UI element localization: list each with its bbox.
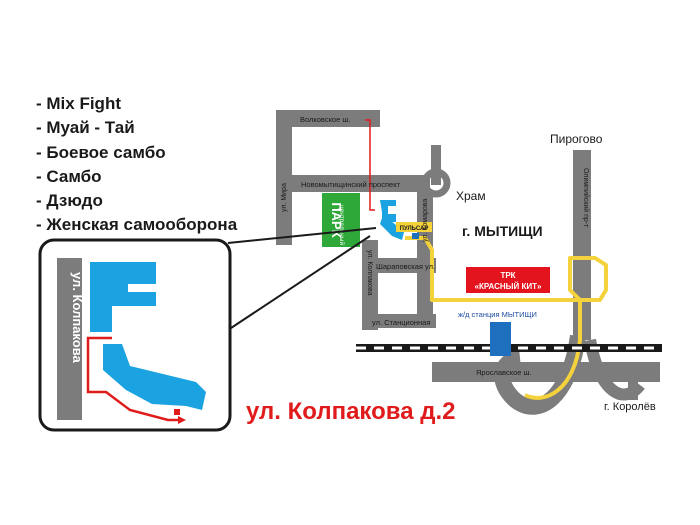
- label-city: г. МЫТИЩИ: [462, 223, 543, 239]
- activity-item: - Дзюдо: [36, 191, 103, 211]
- address-label: ул. Колпакова д.2: [246, 398, 456, 425]
- central-park: [322, 193, 360, 247]
- label-korolev: г. Королёв: [604, 401, 656, 413]
- road-olimpiysky: [573, 150, 591, 340]
- inset-building-upper: [90, 262, 156, 332]
- label-kolpakova: ул. Колпакова: [366, 250, 373, 296]
- pulsar-marker: [412, 233, 419, 239]
- inset-map: ул. Колпакова: [57, 258, 206, 424]
- label-olimpiysky: Олимпийский пр-т: [582, 168, 590, 228]
- inset-street-label: ул. Колпакова: [70, 272, 85, 364]
- inset-road: [57, 258, 82, 420]
- activities-list: - Mix Fight - Муай - Тай - Боевое самбо …: [36, 92, 237, 238]
- gym-building-small-2: [380, 218, 404, 240]
- interchange-loop-2: [584, 338, 645, 401]
- inset-route-arrow: [178, 416, 186, 424]
- inset-connector-top: [227, 227, 377, 244]
- label-novomytishchinsky: Новомытищинский проспект: [301, 180, 401, 189]
- road-network: [276, 110, 660, 400]
- interchange-loop: [494, 334, 586, 415]
- road-novomytishchinsky: [276, 175, 430, 192]
- road-sharapovskaya: [362, 258, 436, 273]
- activity-item: - Самбо: [36, 166, 102, 186]
- label-pirogovo: Пирогово: [550, 132, 603, 146]
- trk-krasny-kit: [466, 267, 550, 293]
- activity-item: - Боевое самбо: [36, 142, 166, 162]
- inset-entrance-marker: [174, 409, 180, 415]
- label-station: ж/д станция МЫТИЩИ: [458, 310, 537, 319]
- activity-item: - Муай - Тай: [36, 118, 135, 138]
- label-sharapovskaya: Шараповская ул.: [376, 262, 435, 271]
- label-yaroslavskoe: Ярославское ш.: [476, 368, 532, 377]
- label-mira: ул. Мира: [281, 183, 288, 212]
- activity-item: - Женская самооборона: [36, 215, 238, 235]
- park-label: ПАРК: [329, 202, 344, 237]
- label-stantsionnaya: ул. Станционная: [372, 318, 430, 327]
- pulsar-label-box: [396, 222, 432, 232]
- gym-building-small: [380, 200, 396, 222]
- station-building: [490, 322, 511, 356]
- road-stantsionnaya: [362, 314, 436, 328]
- road-volkovskoe: [276, 110, 380, 127]
- activity-item: - Mix Fight: [36, 94, 121, 113]
- inset-route: [86, 336, 178, 422]
- inset-connector-bottom: [227, 235, 371, 331]
- label-volkovskoe: Волковское ш.: [300, 115, 350, 124]
- park-label-small: центральный: [338, 205, 346, 246]
- inset-building-lower: [103, 344, 206, 410]
- label-komarova: ул. Комарова: [422, 199, 429, 242]
- label-temple: Храм: [456, 189, 486, 203]
- road-north: [431, 145, 441, 185]
- road-yaroslavskoe: [432, 362, 660, 382]
- trk-label-1: ТРК: [500, 271, 515, 280]
- yellow-route: [405, 236, 608, 400]
- pulsar-label: ПУЛЬСАР: [400, 226, 429, 232]
- roundabout: [421, 168, 451, 198]
- route-main-red: [365, 119, 375, 211]
- trk-label-2: «КРАСНЫЙ КИТ»: [475, 282, 542, 291]
